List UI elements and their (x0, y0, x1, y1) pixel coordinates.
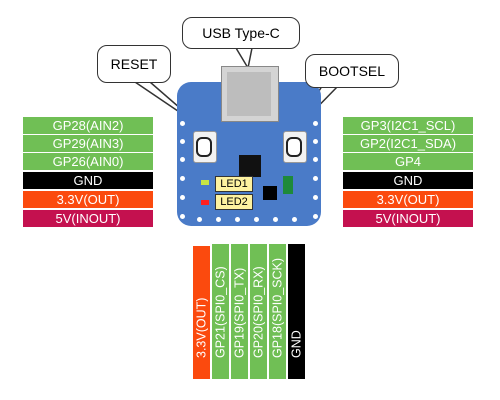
usb-callout: USB Type-C (182, 17, 300, 49)
pin-hole (180, 195, 185, 200)
bottom-pin-gp20: GP20(SPI0_RX) (250, 244, 267, 379)
bottom-pin-gp18: GP18(SPI0_SCK) (269, 244, 286, 379)
left-pin-5v: 5V(INOUT) (23, 210, 153, 227)
bootsel-button-cap (286, 137, 302, 157)
right-pin-3: GP4 (343, 153, 473, 170)
left-pin-1: GP28(AIN2) (23, 117, 153, 134)
reset-button-cap (196, 137, 212, 157)
left-pin-2: GP29(AIN3) (23, 135, 153, 152)
pin-hole (313, 139, 318, 144)
pin-hole (197, 217, 202, 222)
right-pin-1: GP3(I2C1_SCL) (343, 117, 473, 134)
pin-hole (235, 217, 240, 222)
bottom-pin-3v3: 3.3V(OUT) (193, 246, 210, 379)
bottom-pin-gnd: GND (288, 244, 305, 379)
led2-dot (201, 200, 209, 205)
pin-hole (313, 176, 318, 181)
pin-hole (180, 121, 185, 126)
reset-callout: RESET (97, 45, 171, 83)
small-chip (263, 186, 277, 200)
pin-hole (180, 157, 185, 162)
right-pin-gnd: GND (343, 172, 473, 189)
usb-c-port (227, 72, 271, 116)
mcu-chip (239, 155, 261, 177)
pin-hole (216, 217, 221, 222)
pin-hole (313, 157, 318, 162)
led1-dot (201, 180, 209, 185)
bottom-pin-gp19: GP19(SPI0_TX) (231, 244, 248, 379)
green-component (283, 176, 293, 194)
bootsel-callout: BOOTSEL (305, 54, 399, 88)
pin-hole (313, 214, 318, 219)
pin-hole (292, 217, 297, 222)
right-pin-5v: 5V(INOUT) (343, 210, 473, 227)
usb-pointer (234, 47, 253, 71)
led1-label: LED1 (215, 176, 253, 192)
pin-hole (273, 217, 278, 222)
right-pin-3v3: 3.3V(OUT) (343, 191, 473, 208)
pin-hole (180, 214, 185, 219)
bottom-pin-gp21: GP21(SPI0_CS) (212, 244, 229, 379)
left-pin-3: GP26(AIN0) (23, 153, 153, 170)
pin-hole (180, 176, 185, 181)
led2-label: LED2 (215, 194, 253, 210)
right-pin-2: GP2(I2C1_SDA) (343, 135, 473, 152)
left-pin-3v3: 3.3V(OUT) (23, 191, 153, 208)
pin-hole (254, 217, 259, 222)
pin-hole (313, 121, 318, 126)
left-pin-gnd: GND (23, 172, 153, 189)
pin-hole (180, 139, 185, 144)
pin-hole (313, 195, 318, 200)
